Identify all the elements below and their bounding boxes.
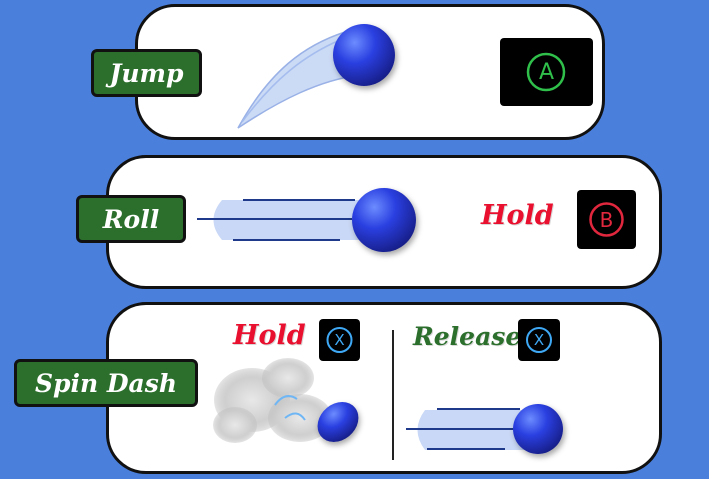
spin-dash-hold-text: Hold [233, 320, 306, 351]
x-button-hold-icon: X [319, 319, 360, 361]
spin-dash-panel [106, 302, 662, 474]
spin-dash-release-ball-icon [513, 404, 563, 454]
x-button-release-letter: X [533, 331, 545, 349]
a-button-icon: A [500, 38, 593, 106]
b-button-icon: B [577, 190, 636, 249]
x-button-hold-letter: X [334, 331, 345, 349]
spin-dash-release-text: Release [413, 322, 522, 351]
jump-ball-icon [333, 24, 395, 86]
a-button-letter: A [538, 59, 555, 85]
spin-dash-label: Spin Dash [14, 359, 198, 407]
roll-label: Roll [76, 195, 186, 243]
spin-dash-divider [392, 330, 394, 460]
roll-ball-icon [352, 188, 416, 252]
roll-hold-text: Hold [481, 200, 554, 231]
b-button-letter: B [599, 207, 614, 232]
x-button-release-icon: X [518, 319, 560, 361]
jump-label: Jump [91, 49, 202, 97]
spin-dash-label-text: Spin Dash [34, 368, 178, 398]
jump-label-text: Jump [109, 58, 184, 88]
roll-label-text: Roll [102, 204, 160, 234]
